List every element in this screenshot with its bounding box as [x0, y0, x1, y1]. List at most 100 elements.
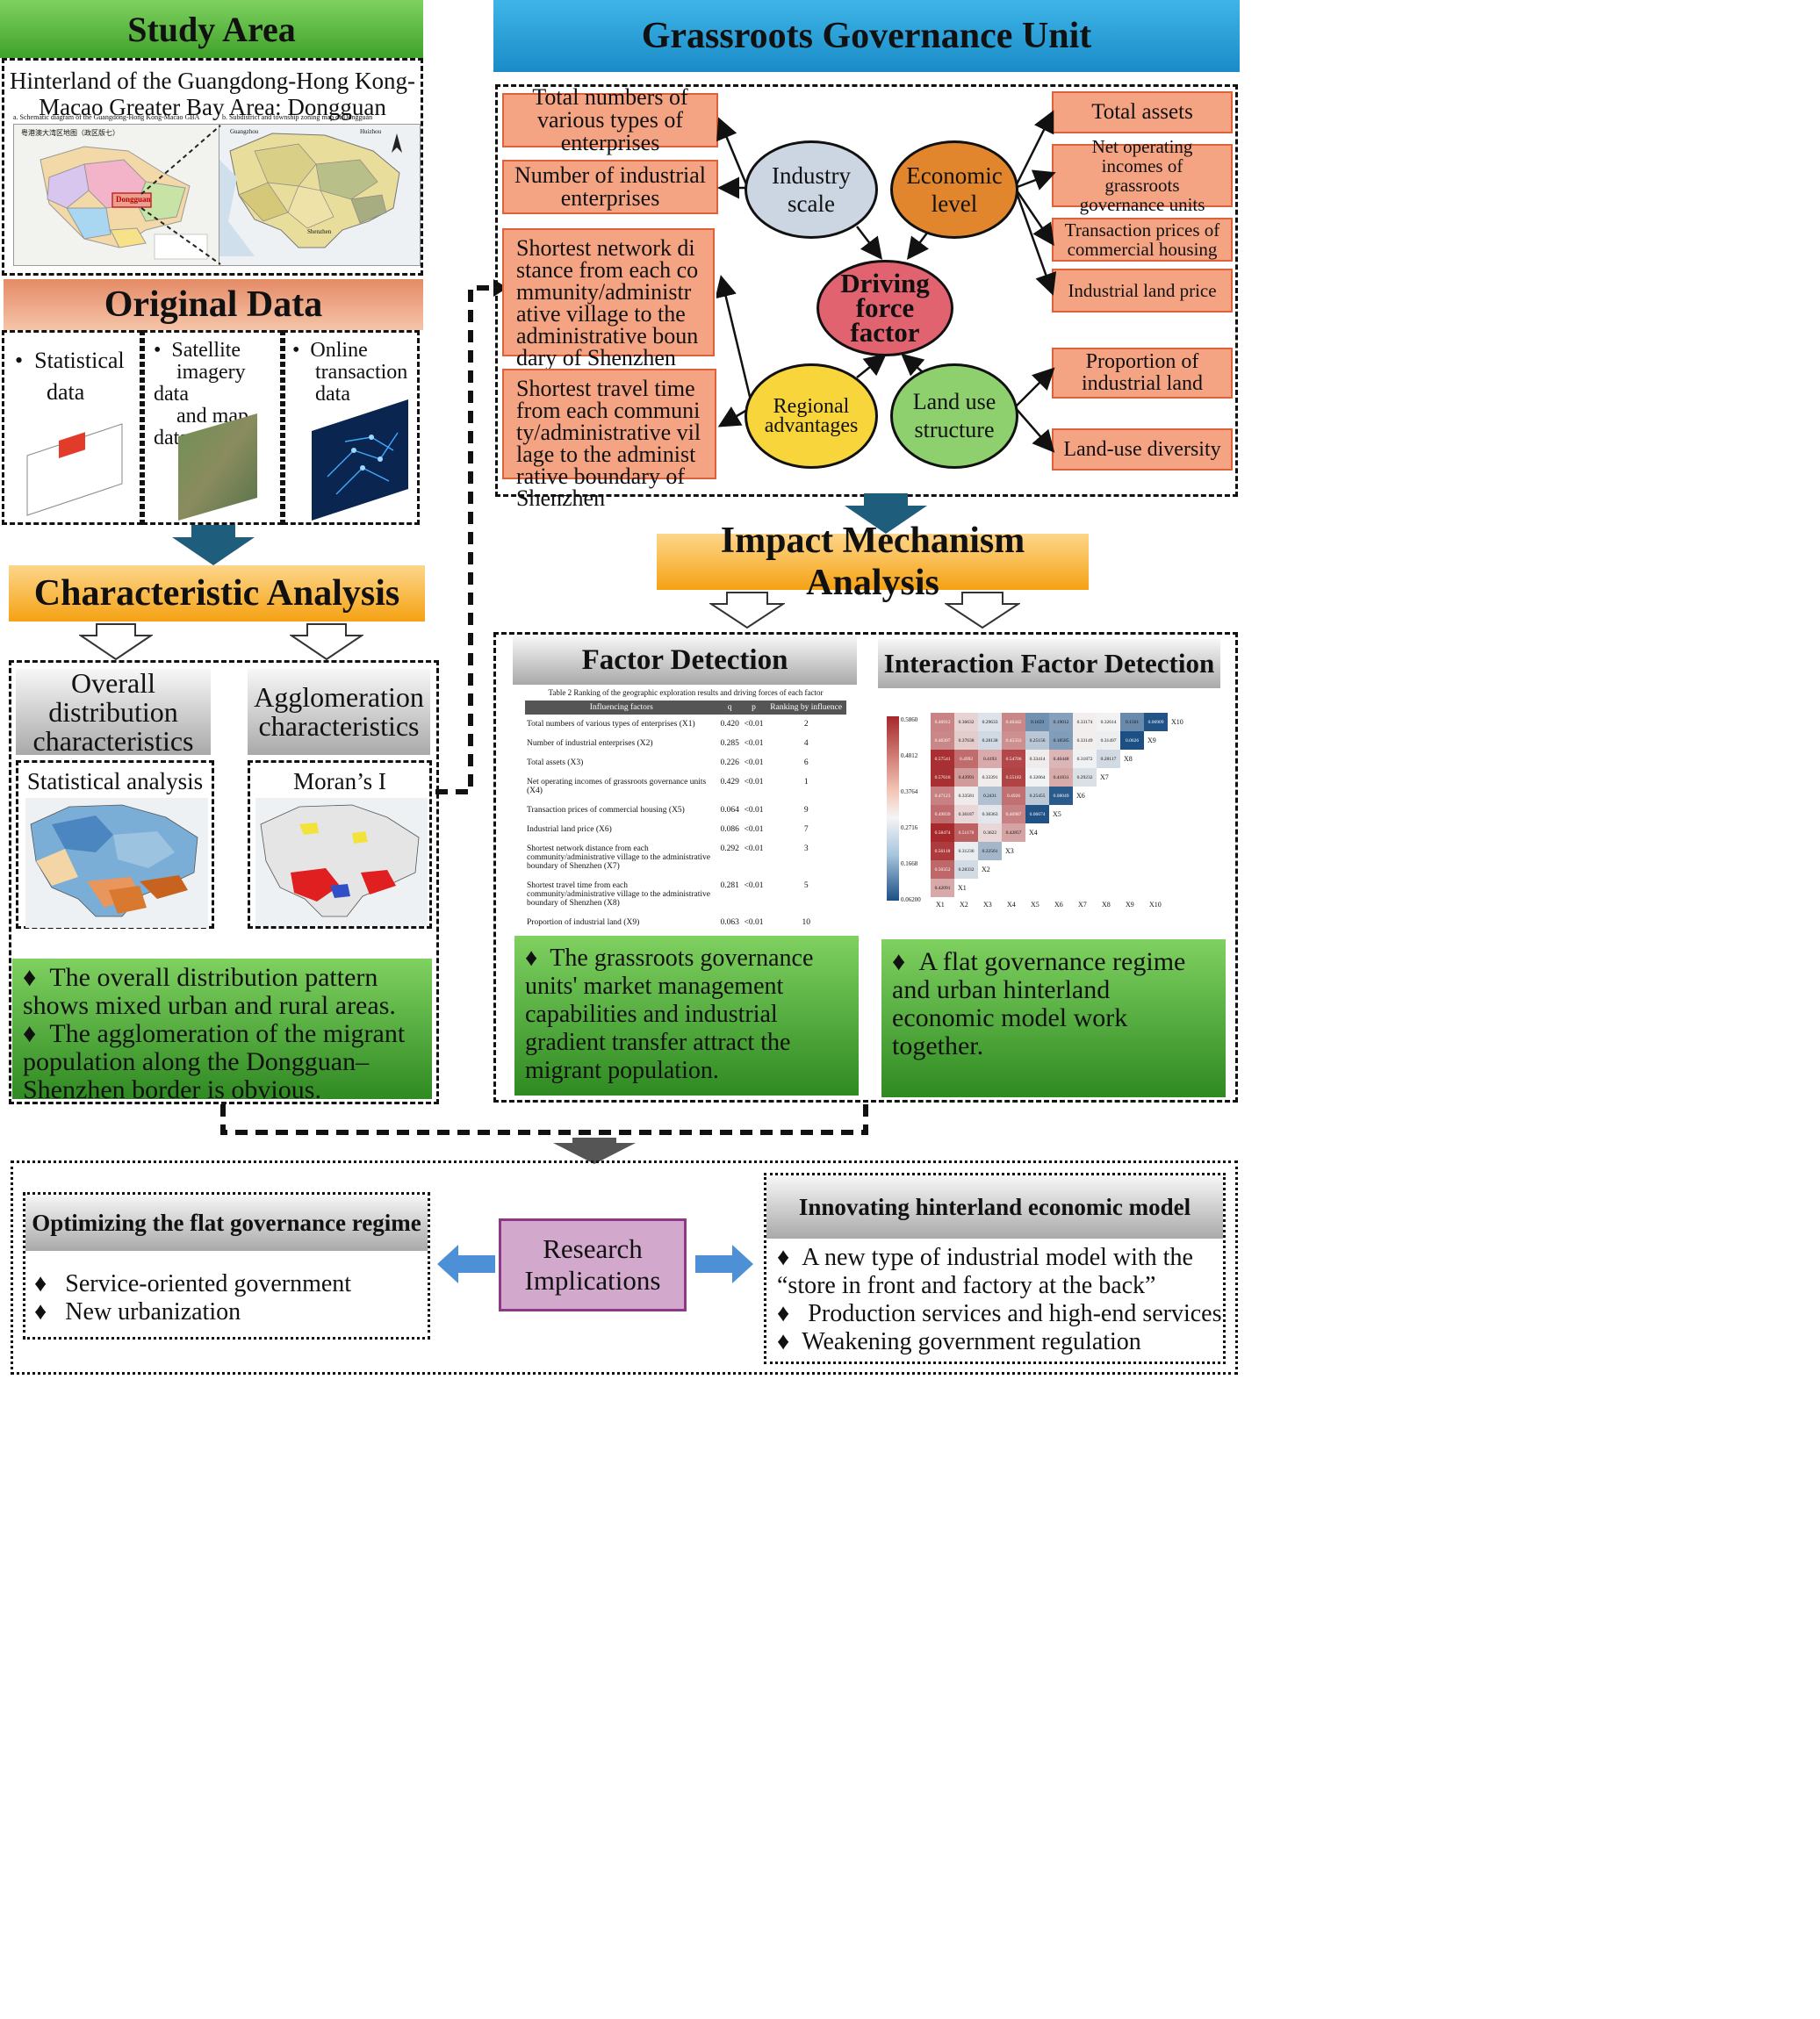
table-body: Total numbers of various types of enterp… [525, 715, 846, 952]
interaction-conclusion: ♦ A flat governance regime and urban hin… [881, 939, 1226, 1097]
heatmap-x-label: X9 [1126, 901, 1134, 909]
table-cell: <0.01 [744, 844, 764, 853]
conclusion-2-text: The agglomeration of the migrant populat… [23, 1019, 406, 1104]
arrow-right-icon [695, 1245, 753, 1283]
factor-industrial-land-proportion-text: Proportion of industrial land [1082, 350, 1203, 395]
heatmap-x-label: X1 [936, 901, 945, 909]
map-b-huizhou: Huizhou [360, 128, 382, 135]
colorbar-tick: 0.2716 [901, 824, 918, 831]
colorbar-tick: 0.06200 [901, 896, 921, 903]
down-arrow-icon [845, 493, 927, 534]
conclusion-1-text: The overall distribution pattern shows m… [23, 963, 396, 1020]
heatmap-cell: 0.42857 [1002, 823, 1025, 842]
heatmap-cell: 0.55182 [1002, 768, 1025, 787]
heatmap-y-label: X10 [1171, 718, 1183, 726]
flat-governance-header: Optimizing the flat governance regime [25, 1195, 428, 1251]
original-data-title: Original Data [104, 284, 323, 325]
heatmap-x-label: X2 [960, 901, 968, 909]
heatmap-x-label: X4 [1007, 901, 1016, 909]
table-cell: <0.01 [744, 758, 764, 767]
factor-net-incomes-text: Net operating incomes of grassroots gove… [1079, 136, 1205, 215]
table-cell: Net operating incomes of grassroots gove… [527, 778, 707, 795]
factor-land-use-diversity-text: Land-use diversity [1063, 438, 1221, 461]
table-row: Proportion of industrial land (X9)0.063<… [525, 913, 846, 932]
morans-i-label: Moran’s I [293, 768, 386, 794]
heatmap-cell: 0.42091 [931, 879, 954, 897]
hinterland-item: ♦ Weakening government regulation [777, 1328, 1223, 1356]
satellite-data-text: • Satellite imagery data and map data [154, 340, 280, 449]
study-area-box: Hinterland of the Guangdong-Hong Kong- M… [2, 58, 423, 276]
hinterland-item-text: Production services and high-end service… [808, 1300, 1222, 1327]
heatmap-cell: 0.06909 [1144, 713, 1168, 731]
agglom-line2: characteristics [258, 710, 420, 742]
impact-mechanism-box [493, 632, 1238, 1103]
heatmap-cell: 0.30363 [978, 805, 1002, 823]
heatmap-cell: 0.18585 [1049, 731, 1073, 750]
heatmap-cell: 0.2431 [978, 787, 1002, 805]
colorbar-tick: 0.1668 [901, 860, 918, 867]
heatmap-cell: 0.33414 [1025, 750, 1049, 768]
arrow-left-icon [437, 1245, 495, 1283]
hollow-down-arrow-icon [79, 623, 153, 660]
statistical-label-2: data [47, 379, 85, 405]
factor-total-assets-text: Total assets [1091, 100, 1193, 124]
table-cell: 0.429 [720, 778, 739, 787]
heatmap-cell: 0.28332 [954, 860, 978, 879]
factor-travel-time-text: Shortest travel time from each community… [516, 376, 701, 511]
interaction-conclusion-text: A flat governance regime and urban hinte… [892, 947, 1186, 1060]
heatmap-cell: 0.36187 [954, 805, 978, 823]
diamond-bullet-icon: ♦ [23, 1019, 50, 1048]
land-use-line1: Land use [912, 389, 996, 414]
online-label-3: data [315, 383, 350, 406]
heatmap-x-label: X5 [1031, 901, 1039, 909]
diamond-bullet-icon: ♦ [777, 1328, 802, 1355]
table-caption: Table 2 Ranking of the geographic explor… [548, 688, 824, 697]
statistical-analysis-label: Statistical analysis [26, 768, 204, 794]
heatmap-cell: 0.1561 [1120, 713, 1144, 731]
map-a-header: 粤港澳大湾区地图（政区版七） [21, 129, 119, 137]
map-b-caption: b. Subdistrict and township zoning map o… [222, 113, 373, 121]
heatmap-cell: 0.50352 [931, 860, 954, 879]
gba-map: 粤港澳大湾区地图（政区版七） Dongguan [13, 124, 220, 266]
factor-detection-title: Factor Detection [581, 643, 788, 676]
heatmap-cell: 0.37638 [954, 731, 978, 750]
heatmap-cell: 0.33391 [978, 768, 1002, 787]
table-cell: 0.281 [720, 881, 739, 890]
table-cell: 3 [803, 844, 809, 853]
heatmap-cell: 0.22561 [978, 842, 1002, 860]
table-cell: Transaction prices of commercial housing… [527, 806, 685, 815]
heatmap-cell: 0.31236 [954, 842, 978, 860]
hollow-down-arrow-icon [290, 623, 363, 660]
factor-land-use-diversity: Land-use diversity [1052, 428, 1233, 471]
flat-governance-list: ♦ Service-oriented government ♦ New urba… [25, 1251, 428, 1326]
regional-line1: Regional [773, 395, 850, 418]
heatmap-y-label: X1 [958, 884, 967, 892]
heatmap-cell: 0.06674 [1025, 805, 1049, 823]
statistical-analysis-box: Statistical analysis [16, 760, 214, 929]
heatmap-cell: 0.46442 [1002, 713, 1025, 731]
characteristic-analysis-header: Characteristic Analysis [9, 565, 425, 622]
heatmap-cell: 0.3622 [978, 823, 1002, 842]
heatmap-y-label: X8 [1124, 755, 1133, 763]
table-cell: 6 [803, 758, 809, 767]
table-row: Shortest travel time from each community… [525, 876, 846, 913]
dongguan-zoning-map: Guangzhou Huizhou Shenzhen [219, 124, 421, 266]
hollow-down-arrow-icon [709, 592, 785, 629]
satellite-label-2: imagery data [154, 361, 246, 406]
factor-housing-price: Transaction prices of commercial housing [1052, 218, 1233, 262]
diamond-bullet-icon: ♦ [34, 1270, 66, 1297]
diamond-bullet-icon: ♦ [777, 1300, 809, 1327]
table-cell: 0.420 [720, 720, 739, 729]
heatmap-cell: 0.40448 [1049, 750, 1073, 768]
heatmap-cell: 0.25156 [1025, 731, 1049, 750]
heatmap-cell: 0.4992 [954, 750, 978, 768]
heatmap-cell: 0.54706 [1002, 750, 1025, 768]
factor-industrial-land-price-text: Industrial land price [1068, 280, 1217, 301]
table-cell: <0.01 [744, 806, 764, 815]
factor-industrial-land-price: Industrial land price [1052, 269, 1233, 313]
